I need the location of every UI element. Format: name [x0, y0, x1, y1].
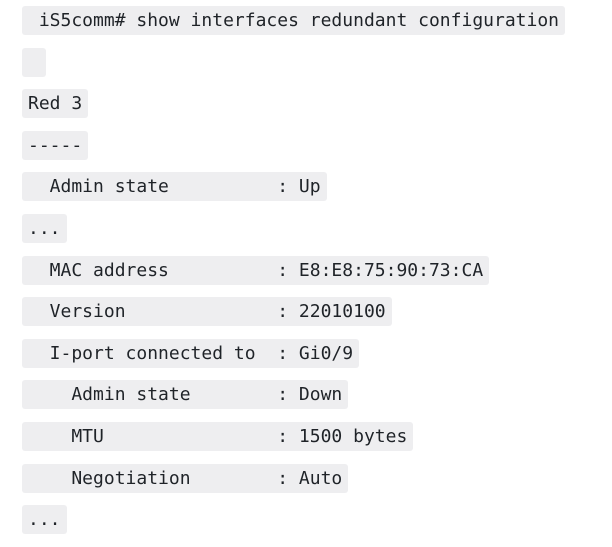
- blank-line: [22, 47, 46, 77]
- command-text: iS5comm# show interfaces redundant confi…: [22, 6, 566, 35]
- cli-line-ellipsis-end: ...: [22, 505, 602, 547]
- cli-line-version: Version : 22010100: [22, 297, 602, 339]
- cli-line-group-title: Red 3: [22, 89, 602, 131]
- cli-line-command: iS5comm# show interfaces redundant confi…: [22, 6, 602, 48]
- separator: -----: [22, 130, 89, 160]
- cli-line-mtu: MTU : 1500 bytes: [22, 421, 602, 464]
- cli-line-port-admin-state: Admin state : Down: [22, 380, 602, 422]
- cli-output: iS5comm# show interfaces redundant confi…: [22, 6, 602, 547]
- cli-line-mac-address: MAC address : E8:E8:75:90:73:CA: [22, 255, 602, 298]
- cli-line-negotiation: Negotiation : Auto: [22, 463, 602, 506]
- cli-line-separator: -----: [22, 130, 602, 173]
- version-line: Version : 22010100: [22, 297, 392, 327]
- cli-line-iport: I-port connected to : Gi0/9: [22, 338, 602, 381]
- admin-state-line: Admin state : Up: [22, 172, 327, 202]
- port-admin-state-line: Admin state : Down: [22, 380, 349, 410]
- cli-line-blank: [22, 47, 602, 90]
- mac-address-line: MAC address : E8:E8:75:90:73:CA: [22, 255, 490, 285]
- iport-connected-line: I-port connected to : Gi0/9: [22, 338, 360, 368]
- mtu-line: MTU : 1500 bytes: [22, 421, 414, 451]
- ellipsis: ...: [22, 213, 67, 243]
- cli-line-admin-state: Admin state : Up: [22, 172, 602, 214]
- ellipsis-end: ...: [22, 505, 67, 535]
- negotiation-line: Negotiation : Auto: [22, 463, 349, 493]
- group-title: Red 3: [22, 89, 89, 119]
- cli-line-ellipsis: ...: [22, 213, 602, 256]
